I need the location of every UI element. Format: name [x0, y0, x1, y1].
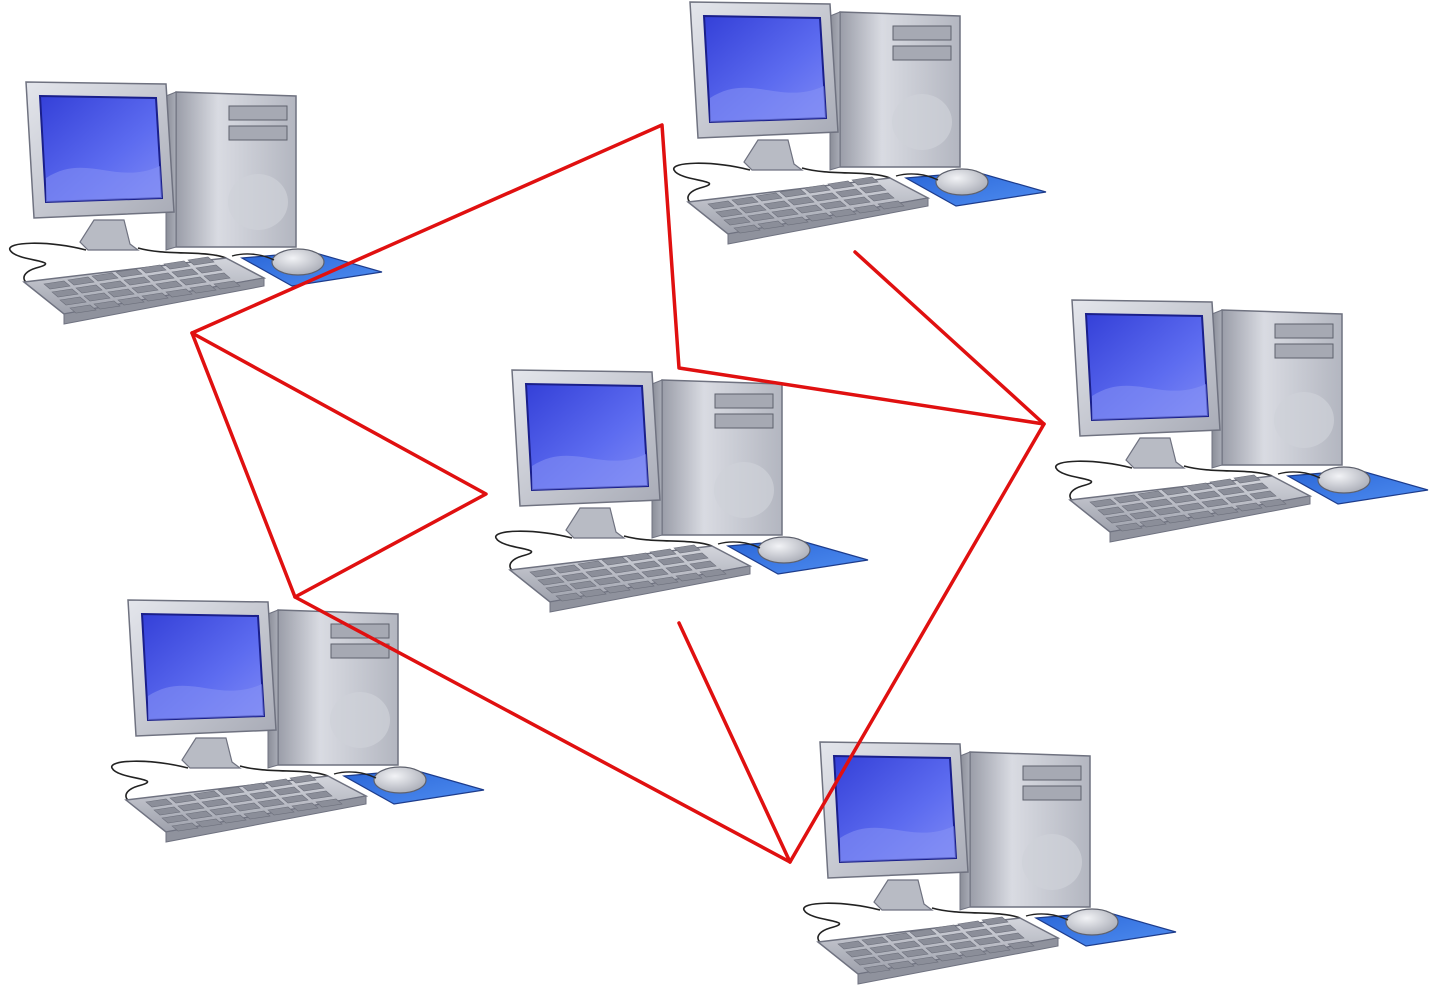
computer-top-left [8, 81, 383, 325]
computer-bottom-left [110, 599, 485, 843]
computer-center [494, 369, 869, 613]
computer-right [1054, 299, 1429, 543]
network-link-left-to-bottom-left [190, 331, 297, 599]
network-link-center-to-bottom [677, 621, 792, 864]
computer-top [672, 1, 1047, 245]
network-link-top-to-right [853, 250, 1046, 426]
network-link-main-loop [190, 123, 1046, 864]
computer-bottom [802, 741, 1177, 985]
